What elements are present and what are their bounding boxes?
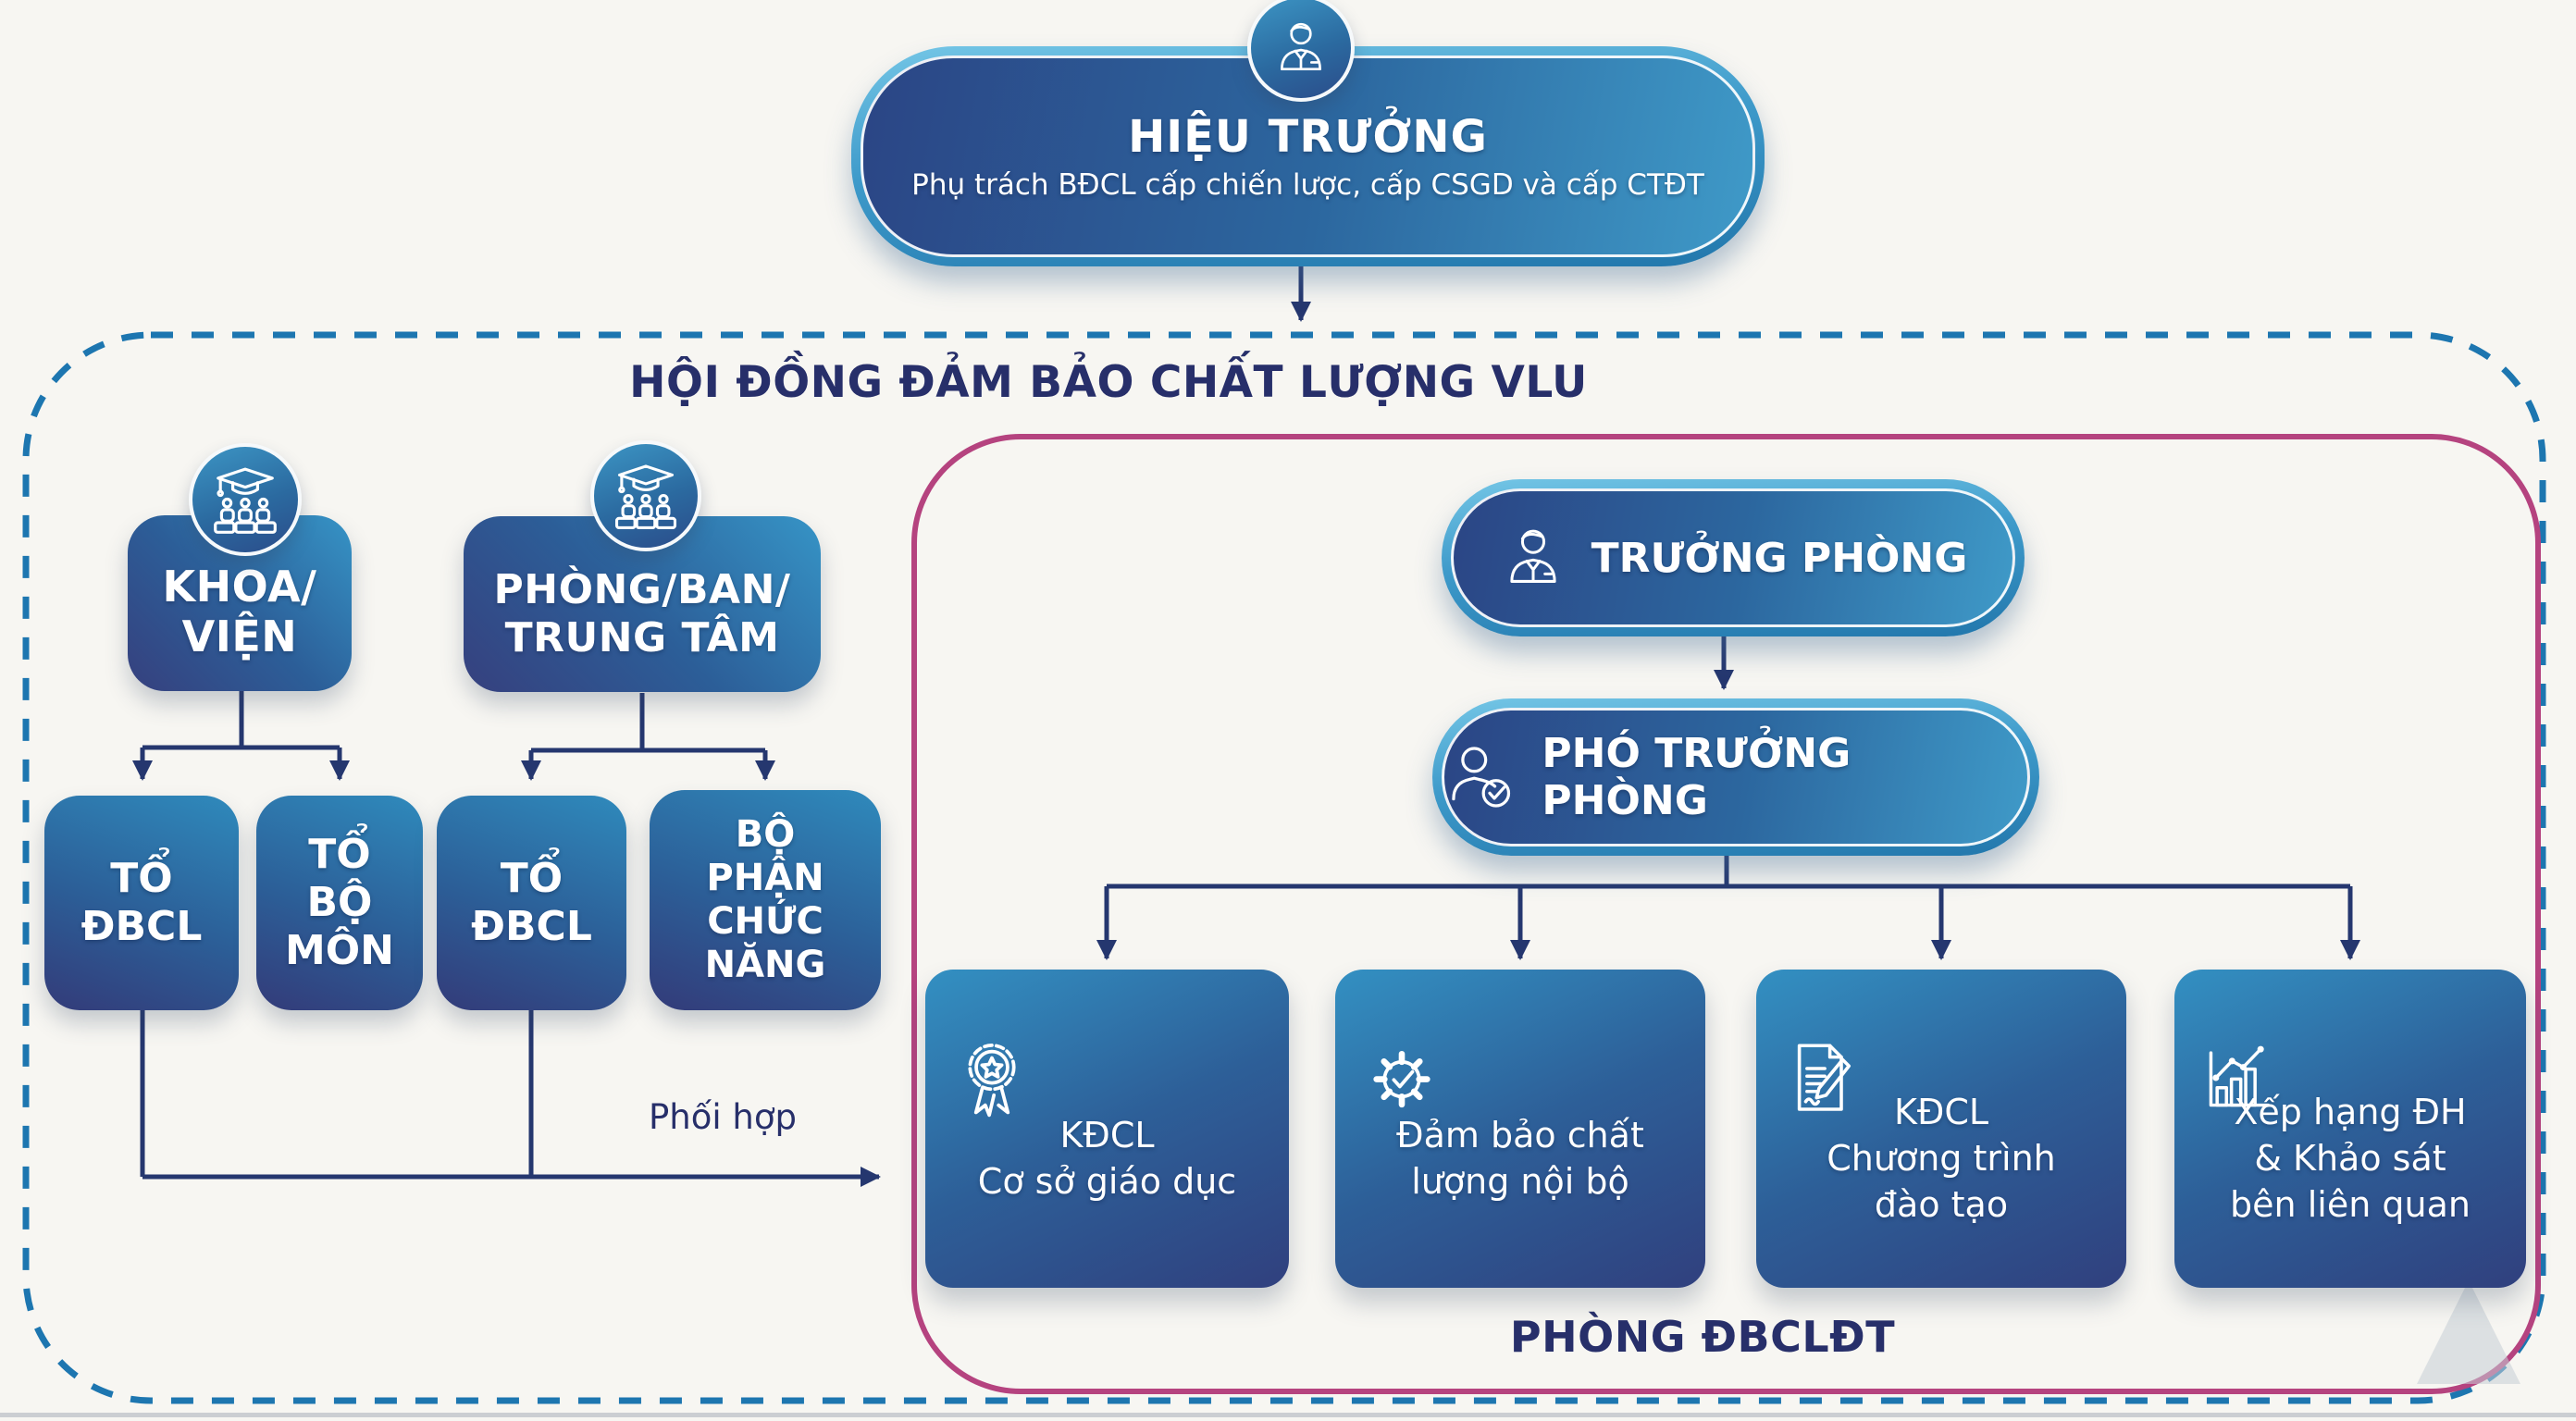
deputy-title: PHÓ TRƯỞNG PHÒNG [1542, 730, 1852, 824]
rector-title: HIỆU TRƯỞNG [1128, 110, 1488, 163]
rector-subtitle: Phụ trách BĐCL cấp chiến lược, cấp CSGD … [911, 168, 1704, 203]
coordination-label: Phối hợp [648, 1097, 797, 1137]
council-boundary [22, 331, 2546, 1404]
bottom-edge-line [0, 1413, 2576, 1417]
sub-unit-bo-phan-chuc-nang: BỘ PHẬN CHỨC NĂNG [650, 790, 881, 1010]
gear-check-icon [1359, 992, 1444, 1169]
person-icon [1281, 22, 1321, 71]
rector-avatar [1247, 0, 1355, 102]
department-boundary [911, 434, 2541, 1394]
award-medal-icon [949, 992, 1034, 1169]
head-title: TRƯỞNG PHÒNG [1591, 534, 1968, 582]
function-label: KĐCL Cơ sở giáo dục [977, 1114, 1237, 1202]
bar-chart-icon [2198, 992, 2278, 1164]
function-box-xep-hang-khao-sat: Xếp hạng ĐH & Khảo sát bên liên quan [2174, 970, 2526, 1288]
function-label: Đảm bảo chất lượng nội bộ [1396, 1114, 1644, 1202]
unit-phong-ban-badge [590, 440, 701, 551]
unit-khoa-vien-badge [189, 443, 302, 556]
deputy-node: PHÓ TRƯỞNG PHÒNG [1432, 698, 2039, 856]
rector-node: HIỆU TRƯỞNG Phụ trách BĐCL cấp chiến lượ… [851, 46, 1765, 266]
council-title: HỘI ĐỒNG ĐẢM BẢO CHẤT LƯỢNG VLU [629, 357, 1588, 408]
sub-unit-to-dbcl-phong: TỔ ĐBCL [437, 796, 626, 1010]
function-label: KĐCL Chương trình đào tạo [1827, 1091, 2056, 1226]
person-check-icon [1452, 747, 1511, 808]
head-node: TRƯỞNG PHÒNG [1442, 479, 2025, 636]
person-icon [1509, 529, 1556, 583]
wires-group [132, 252, 2360, 1187]
document-pencil-icon [1780, 992, 1862, 1166]
sub-unit-to-dbcl-khoa: TỔ ĐBCL [44, 796, 239, 1010]
sub-unit-to-bo-mon: TỔ BỘ MÔN [256, 796, 423, 1010]
graduation-class-icon [614, 464, 677, 529]
function-box-dam-bao-noi-bo: Đảm bảo chất lượng nội bộ [1335, 970, 1705, 1288]
graduation-class-icon [214, 467, 277, 534]
department-label: PHÒNG ĐBCLĐT [1509, 1312, 1896, 1362]
function-box-kdcl-ctdt: KĐCL Chương trình đào tạo [1756, 970, 2126, 1288]
watermark-triangle [2417, 1280, 2520, 1384]
function-box-kdcl-csgd: KĐCL Cơ sở giáo dục [925, 970, 1289, 1288]
